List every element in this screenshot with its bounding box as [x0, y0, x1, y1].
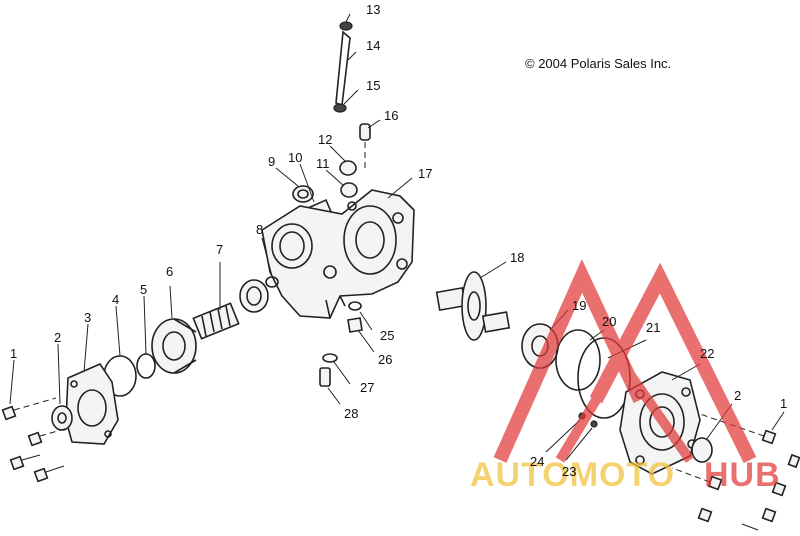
- seal-9: [292, 185, 314, 203]
- callout-19: 19: [572, 298, 586, 313]
- callout-3: 3: [84, 310, 91, 325]
- callout-labels: 1 2 3 4 5 6 7 8 9 10 11 12 13 14 15 16 1…: [10, 2, 787, 479]
- input-shaft: [192, 279, 269, 340]
- bolts-right: [671, 413, 800, 531]
- seal-12: [339, 160, 357, 176]
- bearing-6: [151, 318, 197, 374]
- callout-8: 8: [256, 222, 263, 237]
- watermark-logo: AUTOMOTO HUB: [470, 259, 781, 494]
- hose-clamp-bottom: [333, 103, 347, 113]
- washer-27: [322, 353, 338, 363]
- callout-16: 16: [384, 108, 398, 123]
- callout-15: 15: [366, 78, 380, 93]
- callout-5: 5: [140, 282, 147, 297]
- callout-13: 13: [366, 2, 380, 17]
- callout-26: 26: [378, 352, 392, 367]
- callout-12: 12: [318, 132, 332, 147]
- callout-25: 25: [380, 328, 394, 343]
- callout-22: 22: [700, 346, 714, 361]
- washer-25: [348, 301, 362, 311]
- callout-28: 28: [344, 406, 358, 421]
- cover-plate-3: [65, 362, 119, 445]
- o-ring-20: [555, 329, 601, 391]
- callout-1-left: 1: [10, 346, 17, 361]
- callout-2-right: 2: [734, 388, 741, 403]
- seal-2-left: [51, 405, 73, 431]
- callout-18: 18: [510, 250, 524, 265]
- seal-11: [340, 182, 358, 198]
- vent-hose: [335, 30, 351, 107]
- vent-fitting: [359, 123, 371, 172]
- watermark-triangle-inner: [555, 350, 695, 463]
- seal-2-right: [691, 437, 713, 463]
- hose-clamp-top: [339, 21, 353, 31]
- callout-17: 17: [418, 166, 432, 181]
- callout-27: 27: [360, 380, 374, 395]
- callout-10: 10: [288, 150, 302, 165]
- watermark-brand-b: HUB: [704, 456, 781, 494]
- callout-4: 4: [112, 292, 119, 307]
- callout-11: 11: [316, 156, 330, 171]
- callout-6: 6: [166, 264, 173, 279]
- bolts-left: [1, 397, 69, 483]
- vent-hose-assembly: [333, 21, 353, 113]
- callout-9: 9: [268, 154, 275, 169]
- callout-14: 14: [366, 38, 380, 53]
- drain-plug-26: [347, 317, 363, 333]
- output-shaft-18: [435, 271, 511, 341]
- callout-2-left: 2: [54, 330, 61, 345]
- callout-23: 23: [562, 464, 576, 479]
- callout-21: 21: [646, 320, 660, 335]
- snap-ring-5: [136, 353, 156, 379]
- callout-7: 7: [216, 242, 223, 257]
- callout-20: 20: [602, 314, 616, 329]
- fill-plug-28: [319, 367, 331, 387]
- callout-24: 24: [530, 454, 544, 469]
- gearcase-housing: [261, 189, 415, 319]
- dowel-23: [590, 420, 598, 428]
- callout-1-right: 1: [780, 396, 787, 411]
- watermark-brand-a: AUTOMOTO: [470, 456, 675, 494]
- o-ring-8: [265, 276, 279, 288]
- copyright-text: © 2004 Polaris Sales Inc.: [525, 56, 671, 71]
